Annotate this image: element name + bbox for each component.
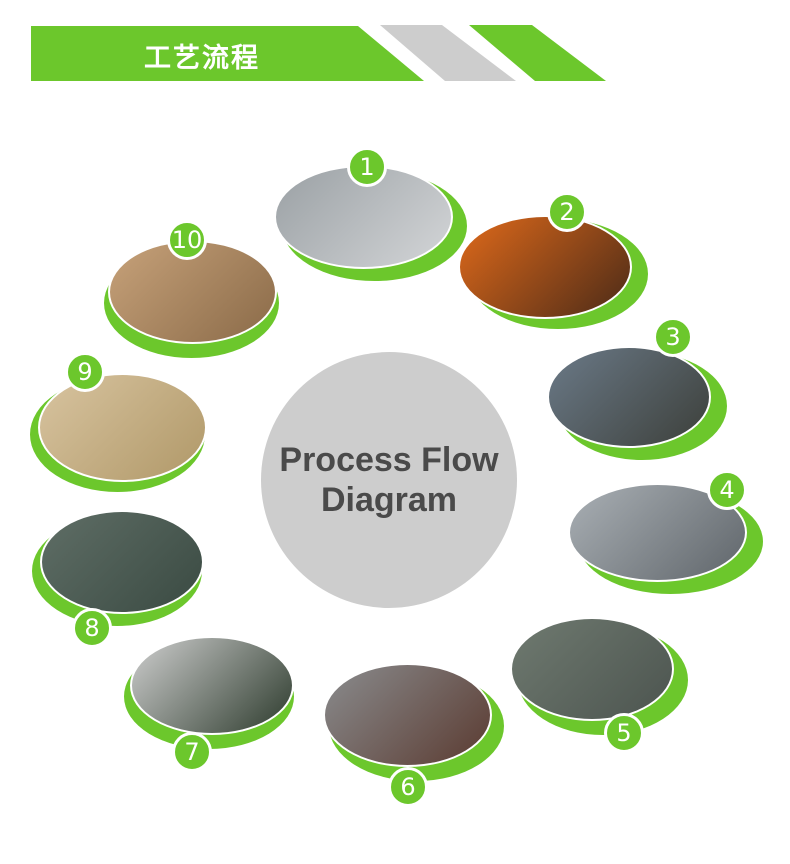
packed-boxes-photo <box>37 372 207 482</box>
coating-line-photo <box>322 663 492 767</box>
cast-iron-pans-photo <box>567 482 747 582</box>
step-number-badge: 9 <box>65 352 105 392</box>
shot-blasting-machine-photo <box>510 617 674 721</box>
step-number-badge: 7 <box>172 732 212 772</box>
step-number-badge: 10 <box>167 220 207 260</box>
step-number-badge: 1 <box>347 147 387 187</box>
center-title-line1: Process Flow <box>279 441 499 479</box>
center-title-line2: Diagram <box>320 481 458 519</box>
step-number-badge: 5 <box>604 713 644 753</box>
step-number-badge: 6 <box>388 767 428 807</box>
header-banner <box>31 25 606 81</box>
center-circle: Process Flow Diagram <box>261 352 517 608</box>
step-number-badge: 3 <box>653 317 693 357</box>
casting-line-photo <box>547 346 711 448</box>
pallets-wrapped-photo <box>40 510 204 614</box>
enamel-coating-photo <box>130 635 294 735</box>
step-number-badge: 8 <box>72 608 112 648</box>
step-number-badge: 2 <box>547 192 587 232</box>
section-title: 工艺流程 <box>144 43 260 74</box>
step-number-badge: 4 <box>707 470 747 510</box>
molten-metal-pouring-photo <box>458 215 632 319</box>
